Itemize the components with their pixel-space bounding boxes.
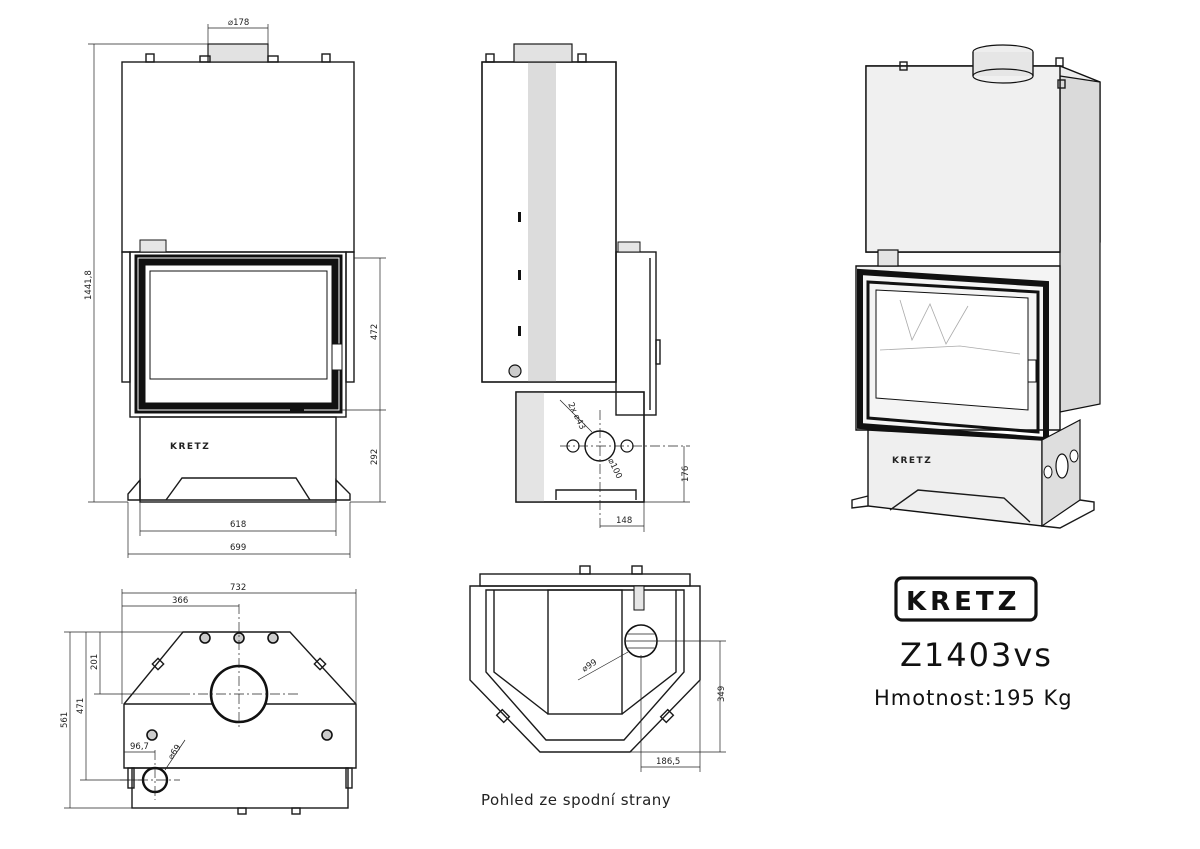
dim-top-depth1: 201 [90, 654, 100, 670]
front-view: KRETZ 1441,8 ⌀178 472 292 618 699 [84, 18, 386, 558]
dim-top-depth2: 471 [76, 698, 86, 714]
model-name: Z1403vs [900, 636, 1053, 674]
bottom-view: ⌀99 349 186,5 Pohled ze spodní strany [469, 565, 727, 809]
dim-top-pipe-offset: 96,7 [130, 742, 149, 752]
iso-base [867, 429, 1043, 527]
dim-door-height: 472 [370, 324, 380, 340]
front-base [139, 416, 337, 503]
brand-logo-frame [894, 576, 1038, 622]
top-view: 732 366 201 471 561 96,7 ⌀69 [60, 583, 357, 815]
dim-top-width: 732 [230, 583, 246, 593]
side-view: 2x ⌀43 ⌀100 176 148 [481, 43, 691, 532]
dim-bottom-inlet: ⌀99 [580, 658, 599, 675]
dim-side-inlet: ⌀100 [605, 457, 623, 481]
front-door-inner [138, 258, 339, 410]
isometric-view: KRETZ [851, 44, 1101, 529]
dim-side-holes: 2x ⌀43 [565, 401, 587, 432]
iso-glass [875, 289, 1029, 411]
dim-bottom-depth: 349 [717, 686, 727, 702]
dim-flue-diameter: ⌀178 [228, 18, 249, 28]
dim-inner-width: 618 [230, 520, 246, 530]
iso-body-brand: KRETZ [892, 456, 932, 466]
bottom-view-caption: Pohled ze spodní strany [481, 791, 671, 809]
dim-outer-width: 699 [230, 543, 246, 553]
front-body-brand: KRETZ [170, 442, 210, 452]
front-glass [149, 270, 328, 380]
dim-bottom-offset: 186,5 [656, 757, 680, 767]
dim-side-inlet-height: 176 [681, 466, 691, 482]
dim-total-height: 1441,8 [84, 270, 94, 300]
front-flue [207, 43, 269, 63]
dim-base-height: 292 [370, 449, 380, 465]
dim-top-flue-offset: 366 [172, 596, 188, 606]
front-door-frame [134, 254, 343, 414]
dim-top-total-depth: 561 [60, 712, 70, 728]
brand-logo: KRETZ [906, 587, 1021, 617]
front-hood [121, 61, 355, 253]
brand-block: KRETZ Z1403vs Hmotnost:195 Kg [874, 576, 1073, 710]
weight-label: Hmotnost:195 Kg [874, 686, 1073, 710]
dim-side-inlet-offset: 148 [616, 516, 632, 526]
